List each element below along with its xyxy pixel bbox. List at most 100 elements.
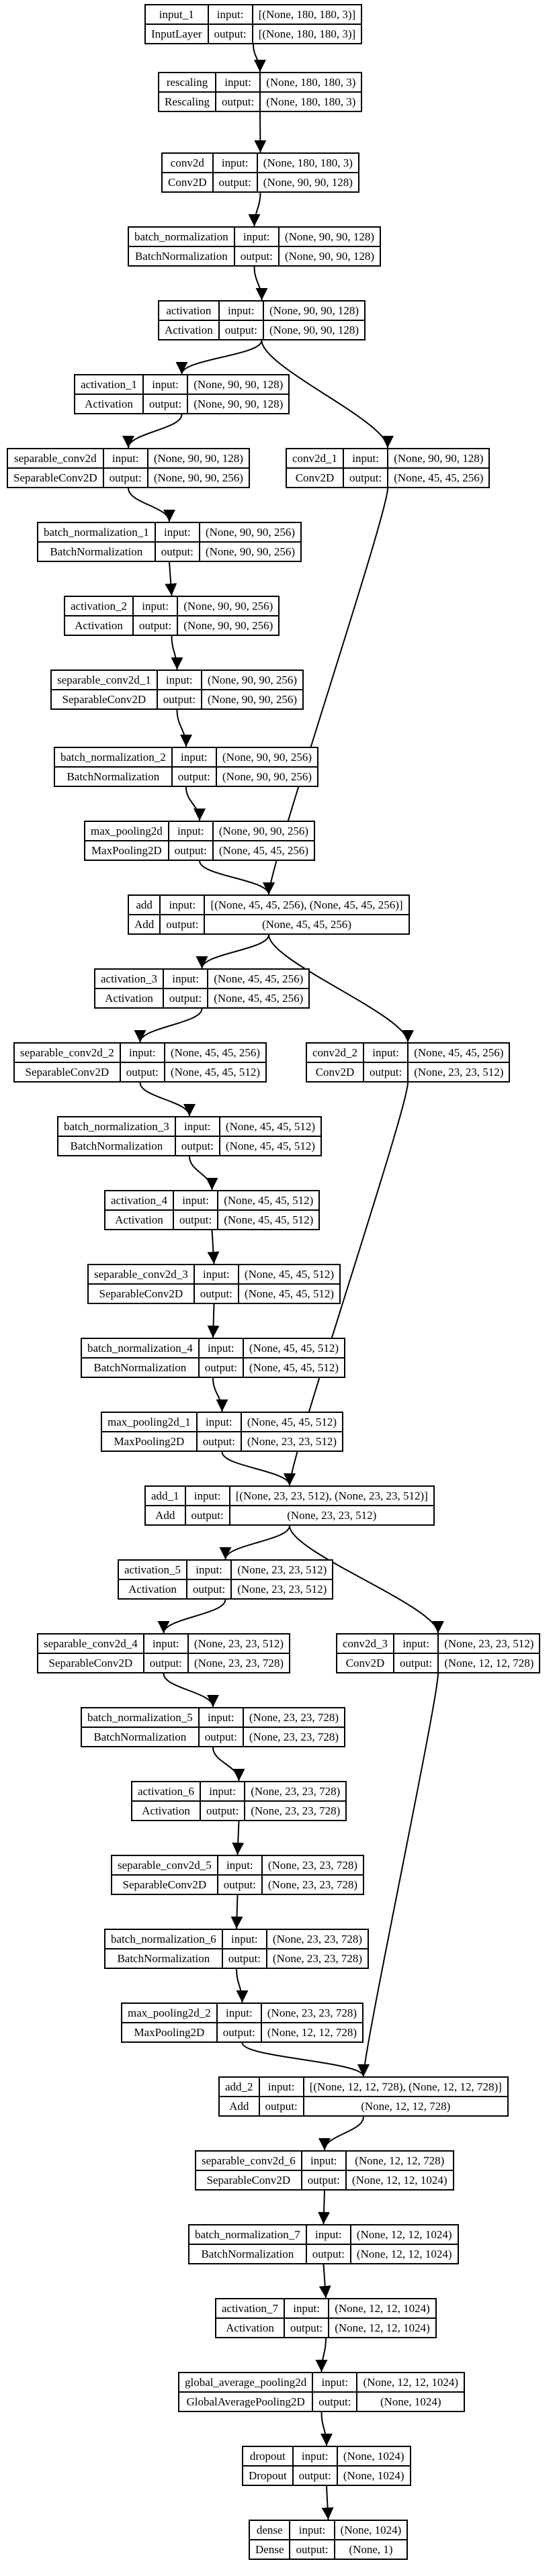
output-shape: (None, 180, 180, 3) xyxy=(261,91,361,111)
output-shape: (None, 90, 90, 256) xyxy=(200,541,301,561)
output-label: output: xyxy=(313,2391,357,2411)
input-shape: (None, 23, 23, 512) xyxy=(237,1563,327,1576)
layer-name: max_pooling2d_2 xyxy=(128,2006,211,2019)
port-label-cell: input: output: xyxy=(134,597,179,635)
output-shape: (None, 12, 12, 728) xyxy=(261,2022,363,2041)
layer-name: batch_normalization_4 xyxy=(87,1341,193,1354)
layer-name: batch_normalization_2 xyxy=(60,750,166,764)
output-shape: (None, 45, 45, 256) xyxy=(208,988,309,1007)
output-shape: (None, 12, 12, 1024) xyxy=(346,2170,453,2189)
output-label: output: xyxy=(144,1653,187,1672)
input-shape: (None, 90, 90, 128) xyxy=(284,230,375,243)
output-label: output: xyxy=(155,541,199,561)
shape-cell: (None, 90, 90, 128)(None, 90, 90, 256) xyxy=(148,449,249,487)
output-label: output: xyxy=(169,840,212,860)
shape-cell: (None, 23, 23, 728)(None, 23, 23, 728) xyxy=(267,1930,368,1968)
edge-conv2d-3-to-add-2 xyxy=(357,1673,439,2077)
input-label: input: xyxy=(142,599,169,612)
layer-name: batch_normalization_6 xyxy=(111,1932,216,1945)
layer-type: Dropout xyxy=(243,2465,292,2485)
input-shape: (None, 90, 90, 256) xyxy=(218,824,309,837)
input-label: input: xyxy=(177,824,204,837)
output-label: output: xyxy=(234,246,278,265)
output-shape: (None, 1024) xyxy=(357,2391,464,2411)
output-shape: (None, 90, 90, 256) xyxy=(216,766,318,786)
input-shape: (None, 12, 12, 1024) xyxy=(335,2301,430,2315)
input-label: input: xyxy=(321,2375,349,2389)
edge-batch-normalization-7-to-activation-7 xyxy=(318,2264,331,2299)
layer-name: separable_conv2d xyxy=(13,451,97,465)
edge-dropout-to-dense xyxy=(321,2485,334,2520)
input-label: input: xyxy=(209,1784,236,1798)
edge-conv2d-to-batch-normalization xyxy=(248,192,261,227)
edge-activation-to-activation-1 xyxy=(175,340,263,375)
shape-cell: (None, 90, 90, 128)(None, 45, 45, 256) xyxy=(388,449,489,487)
shape-cell: (None, 90, 90, 256)(None, 90, 90, 256) xyxy=(200,523,301,561)
port-label-cell: input:output: xyxy=(174,1191,219,1229)
layer-type: Add xyxy=(146,1505,185,1524)
layer-name: activation_4 xyxy=(111,1193,168,1207)
port-label-cell: input:output: xyxy=(222,1930,267,1968)
output-shape: (None, 12, 12, 728) xyxy=(439,1653,540,1672)
shape-cell: (None, 90, 90, 128)(None, 90, 90, 128) xyxy=(188,375,289,413)
output-shape: (None, 45, 45, 512) xyxy=(220,1136,321,1155)
port-label-cell: input:output: xyxy=(344,449,389,487)
port-label-cell: input:output: xyxy=(285,2299,330,2337)
output-label: output: xyxy=(197,1431,241,1451)
output-label: output: xyxy=(134,615,177,635)
shape-cell: (None, 1024)(None, 1) xyxy=(335,2521,407,2559)
output-shape: (None, 45, 45, 512) xyxy=(218,1209,319,1229)
shape-cell: [(None, 23, 23, 512), (None, 23, 23, 512… xyxy=(230,1487,433,1524)
shape-cell: (None, 45, 45, 512)(None, 23, 23, 512) xyxy=(241,1413,343,1451)
output-shape: (None, 12, 12, 1024) xyxy=(329,2317,435,2337)
layer-type: Conv2D xyxy=(307,1062,363,1081)
shape-cell: (None, 180, 180, 3) (None, 180, 180, 3) xyxy=(261,73,361,111)
layer-type: Activation xyxy=(95,988,163,1007)
layer-name: activation_7 xyxy=(222,2301,279,2315)
layer-name: separable_conv2d_5 xyxy=(118,1858,212,1872)
layer-type: Rescaling xyxy=(159,91,216,111)
shape-cell: (None, 23, 23, 512)(None, 23, 23, 728) xyxy=(188,1635,290,1672)
layer-name: dropout xyxy=(249,2449,286,2463)
port-label-cell: input:output: xyxy=(306,2225,351,2263)
edge-batch-normalization-to-activation xyxy=(253,266,268,301)
output-label: output: xyxy=(259,2096,303,2115)
shape-cell: (None, 90, 90, 256)(None, 90, 90, 256) xyxy=(178,597,279,635)
input-shape: (None, 90, 90, 256) xyxy=(207,673,298,686)
port-label-cell: input: output: xyxy=(313,2373,358,2411)
input-label: input: xyxy=(182,1193,209,1207)
input-label: input: xyxy=(202,1267,230,1281)
layer-name: add_1 xyxy=(151,1489,179,1502)
edge-add-2-to-separable-conv2d-6 xyxy=(318,2116,364,2151)
layer-name: activation_1 xyxy=(81,377,138,391)
output-label: output: xyxy=(216,91,260,111)
port-label-cell: input:output: xyxy=(187,1561,232,1598)
layer-type: BatchNormalization xyxy=(82,1357,198,1377)
edge-rescaling-to-conv2d xyxy=(254,111,267,153)
layer-name: conv2d_3 xyxy=(343,1637,388,1650)
output-shape: (None, 1024) xyxy=(337,2465,410,2485)
layer-type: SeparableConv2D xyxy=(89,1283,194,1303)
input-shape: (None, 180, 180, 3) xyxy=(266,75,356,89)
edge-batch-normalization-4-to-max-pooling2d-1 xyxy=(212,1377,228,1412)
